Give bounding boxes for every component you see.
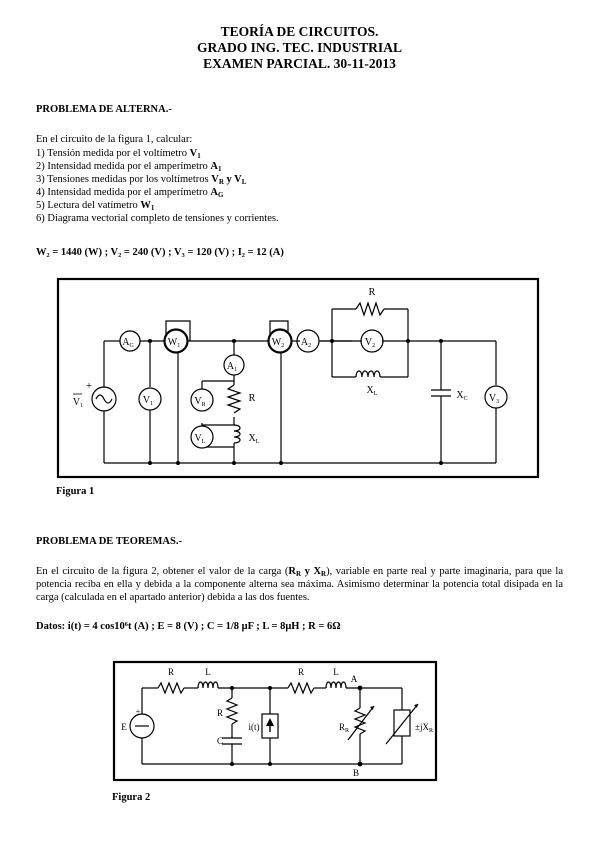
fig2-source-plus-sign: +: [136, 707, 141, 716]
meter-w2-label: W2: [272, 337, 284, 349]
problem1-item: 5) Lectura del vatímetro W1: [36, 200, 155, 212]
exam-title-line2: GRADO ING. TEC. INDUSTRIAL: [197, 40, 402, 55]
exam-title-line1: TEORÍA DE CIRCUITOS.: [220, 24, 379, 39]
problem1-item: 2) Intensidad medida por el amperímetro …: [36, 161, 222, 173]
source-plus-sign: +: [86, 380, 92, 392]
exam-title-line3: EXAMEN PARCIAL. 30-11-2013: [203, 56, 396, 71]
problem1-data: W₂ = 1440 (W) ; V₂ = 240 (V) ; V₃ = 120 …: [36, 247, 284, 258]
meter-v1-label: V1: [143, 395, 153, 407]
fig2-resistor-label: R: [298, 667, 304, 677]
meter-w1-label: W1: [168, 337, 180, 349]
fig2-capacitor-label: C: [217, 736, 223, 746]
resistor-r-label: R: [249, 393, 256, 404]
figure2-circuit: R L R L R C E + i(t) A B RR ±jXR: [112, 660, 438, 782]
meter-vl-label: VL: [195, 433, 206, 445]
problem1-intro: En el circuito de la figura 1, calcular:: [36, 134, 193, 145]
fig2-resistor-label: R: [168, 667, 174, 677]
meter-a1-label: A1: [227, 361, 237, 373]
fig2-node-a-label: A: [351, 674, 358, 684]
capacitor-xc-label: XC: [456, 390, 467, 402]
fig2-load-reactance-label: ±jXR: [415, 722, 433, 734]
problem2-heading: PROBLEMA DE TEOREMAS.-: [36, 536, 182, 547]
problem1-item: 6) Diagrama vectorial completo de tensio…: [36, 213, 279, 224]
fig2-load-resistor-label: RR: [339, 722, 349, 734]
problem1-item: 1) Tensión medida por el voltímetro V1: [36, 148, 201, 160]
fig2-current-source-label: i(t): [249, 722, 260, 732]
problem1-item: 3) Tensiones medidas por los voltímetros…: [36, 174, 247, 186]
resistor-r2-label: R: [369, 287, 376, 298]
fig2-inductor-label: L: [205, 667, 211, 677]
meter-v2-label: V2: [365, 337, 375, 349]
figure1-caption: Figura 1: [56, 486, 95, 497]
problem1-item: 4) Intensidad medida por el amperímetro …: [36, 187, 224, 199]
inductor-xl2-label: XL: [367, 385, 378, 397]
fig2-resistor-label: R: [217, 708, 223, 718]
problem1-heading: PROBLEMA DE ALTERNA.-: [36, 104, 172, 115]
inductor-xl-label: XL: [249, 433, 260, 445]
problem2-statement: En el circuito de la figura 2, obtener e…: [36, 566, 563, 603]
figure1-circuit: AG W1 W2 A2 V1 A1 VR VL V2 V3 R R XL XL …: [56, 277, 540, 479]
figure2-caption: Figura 2: [112, 792, 151, 803]
problem2-data: Datos: i(t) = 4 cos10⁶t (A) ; E = 8 (V) …: [36, 621, 341, 632]
meter-vr-label: VR: [194, 396, 205, 408]
source-v1-label: V1: [73, 397, 83, 409]
fig2-inductor-label: L: [333, 667, 339, 677]
meter-ag-label: AG: [122, 337, 134, 349]
meter-a2-label: A2: [301, 337, 311, 349]
meter-v3-label: V3: [489, 393, 499, 405]
fig2-source-e-label: E: [121, 722, 127, 732]
fig2-node-b-label: B: [353, 768, 359, 778]
